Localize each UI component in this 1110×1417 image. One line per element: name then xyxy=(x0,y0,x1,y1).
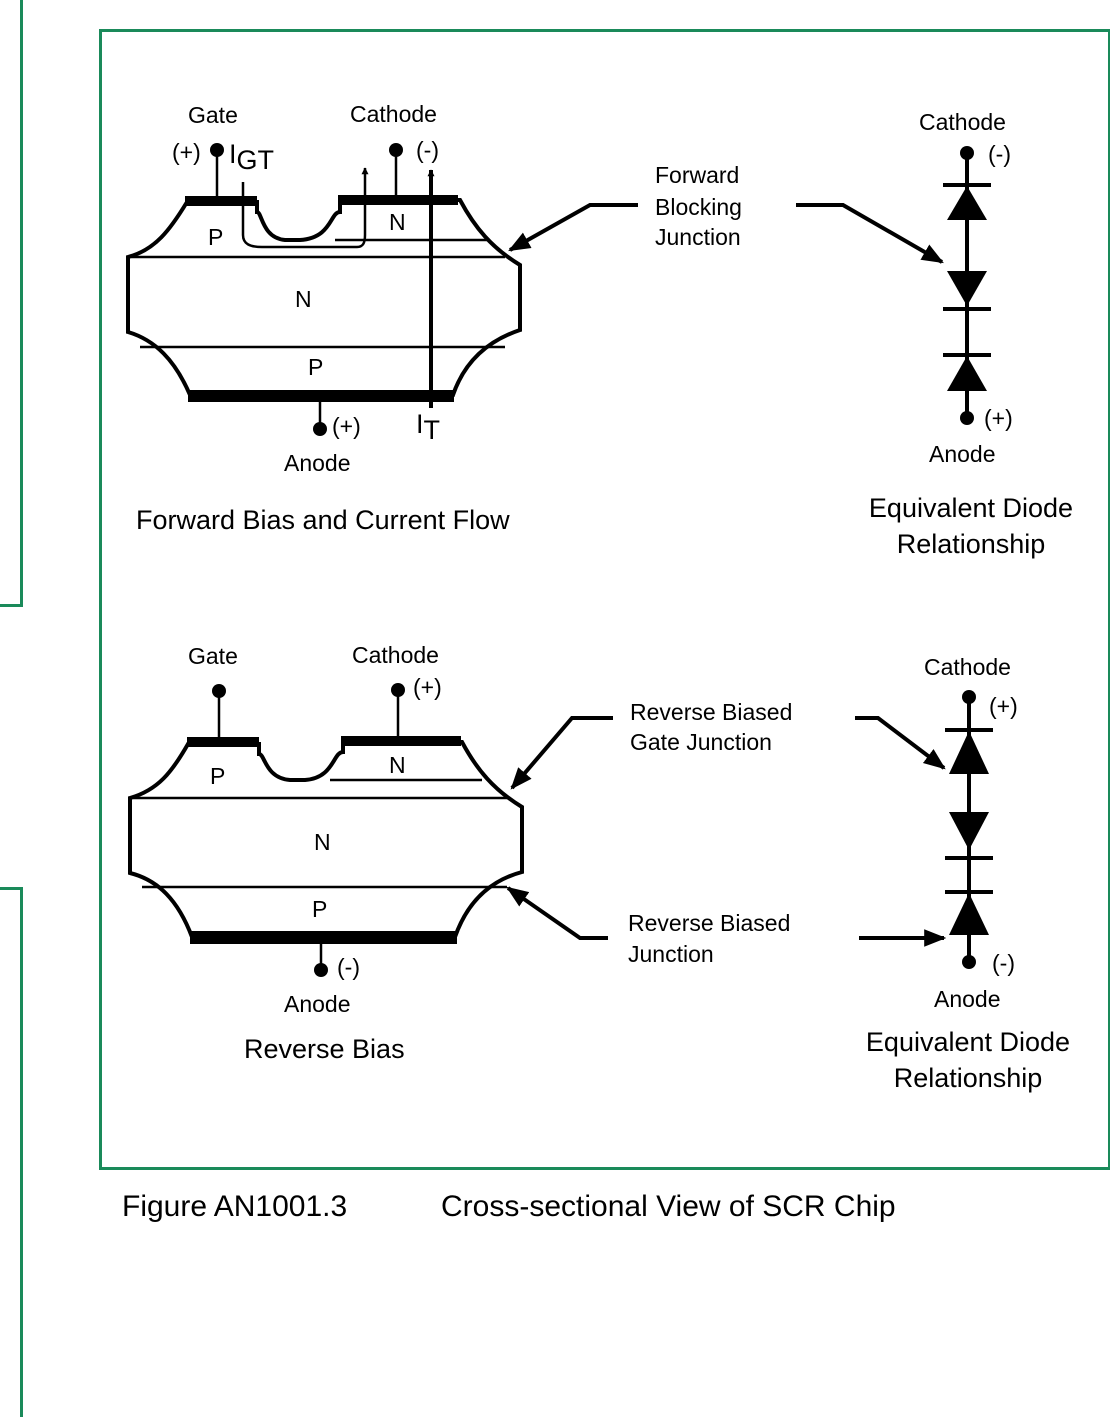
reverse-diode-caption-line1: Equivalent Diode xyxy=(866,1027,1070,1057)
reverse-cathode-electrode xyxy=(341,736,461,746)
forward-anode-polarity: (+) xyxy=(332,413,361,439)
reverse-gate-diode-pointer xyxy=(855,716,946,770)
reverse-diode-anode-polarity: (-) xyxy=(992,950,1015,976)
reverse-diode-upper xyxy=(949,731,989,774)
forward-diode-cathode-label: Cathode xyxy=(919,109,1006,135)
figure-frame xyxy=(99,29,1110,1170)
forward-diode-upper xyxy=(947,186,987,220)
forward-layer-n-top: N xyxy=(389,209,406,235)
reverse-anode-terminal xyxy=(314,963,328,977)
forward-diode-pointer xyxy=(796,203,944,264)
forward-cathode-electrode xyxy=(338,195,458,205)
reverse-diode-caption-line2: Relationship xyxy=(894,1063,1043,1093)
reverse-cathode-label: Cathode xyxy=(352,642,439,668)
reverse-layer-p-bottom: P xyxy=(312,896,327,922)
reverse-chip-outline xyxy=(128,740,524,939)
forward-layer-p-bottom: P xyxy=(308,354,323,380)
reverse-gate-junction-label-line2: Gate Junction xyxy=(630,729,772,755)
forward-layer-n-mid: N xyxy=(295,286,312,312)
reverse-diode-middle xyxy=(949,812,989,850)
forward-anode-label: Anode xyxy=(284,450,351,476)
forward-caption: Forward Bias and Current Flow xyxy=(136,505,510,535)
forward-chip-outline xyxy=(126,198,522,397)
reverse-diode-anode-terminal xyxy=(962,955,976,969)
reverse-diode-cathode-polarity: (+) xyxy=(989,693,1018,719)
forward-gate-electrode xyxy=(185,196,257,206)
forward-cathode-terminal xyxy=(389,143,403,157)
reverse-anode-polarity: (-) xyxy=(337,954,360,980)
reverse-anode-electrode xyxy=(190,931,457,944)
reverse-anode-label: Anode xyxy=(284,991,351,1017)
forward-gate-terminal xyxy=(210,143,224,157)
reverse-gate-label: Gate xyxy=(188,643,238,669)
reverse-junction-label-line1: Reverse Biased xyxy=(628,910,790,936)
reverse-cathode-terminal xyxy=(391,683,405,697)
reverse-cathode-polarity: (+) xyxy=(413,674,442,700)
forward-gate-label: Gate xyxy=(188,102,238,128)
forward-cathode-polarity: (-) xyxy=(416,137,439,163)
reverse-caption: Reverse Bias xyxy=(244,1034,405,1064)
forward-anode-terminal xyxy=(313,422,327,436)
forward-it-label: IT xyxy=(416,409,440,445)
reverse-diode-cathode-terminal xyxy=(962,690,976,704)
forward-diode-anode-polarity: (+) xyxy=(984,405,1013,431)
reverse-junction-label-line2: Junction xyxy=(628,941,714,967)
reverse-diode-lower xyxy=(949,893,989,935)
reverse-diode-cathode-label: Cathode xyxy=(924,654,1011,680)
page-border-top-left xyxy=(0,0,23,607)
page-border-bottom-left xyxy=(0,887,23,1417)
figure-title: Cross-sectional View of SCR Chip xyxy=(441,1190,896,1223)
forward-diode-lower xyxy=(947,356,987,391)
forward-junction-label-line2: Blocking xyxy=(655,194,742,220)
forward-diode-cathode-polarity: (-) xyxy=(988,141,1011,167)
reverse-gate-terminal xyxy=(212,684,226,698)
forward-cathode-label: Cathode xyxy=(350,101,437,127)
reverse-gate-junction-label-line1: Reverse Biased xyxy=(630,699,792,725)
forward-layer-p-top: P xyxy=(208,224,223,250)
forward-junction-pointer xyxy=(508,203,638,252)
forward-anode-electrode xyxy=(188,390,454,402)
forward-diode-cathode-terminal xyxy=(960,146,974,160)
forward-diode-caption-line1: Equivalent Diode xyxy=(869,493,1073,523)
forward-gate-polarity: (+) xyxy=(172,139,201,165)
forward-gate-current-path xyxy=(241,167,369,249)
forward-junction-label-line1: Forward xyxy=(655,162,739,188)
reverse-gate-junction-pointer xyxy=(510,716,613,790)
reverse-layer-p-top: P xyxy=(210,763,225,789)
forward-diode-anode-terminal xyxy=(960,411,974,425)
reverse-diode-anode-label: Anode xyxy=(934,986,1001,1012)
reverse-chip xyxy=(128,683,524,977)
reverse-layer-n-top: N xyxy=(389,752,406,778)
reverse-equivalent-diode xyxy=(945,690,993,969)
forward-equivalent-diode xyxy=(943,146,991,425)
reverse-junction-pointer xyxy=(506,886,608,940)
forward-chip xyxy=(126,143,522,436)
forward-igt-label: IGT xyxy=(229,139,274,175)
figure-number: Figure AN1001.3 xyxy=(122,1190,347,1223)
forward-junction-label-line3: Junction xyxy=(655,224,741,250)
forward-diode-middle xyxy=(947,271,987,306)
reverse-gate-electrode xyxy=(187,737,259,747)
forward-diode-caption-line2: Relationship xyxy=(897,529,1046,559)
forward-diode-anode-label: Anode xyxy=(929,441,996,467)
reverse-layer-n-mid: N xyxy=(314,829,331,855)
